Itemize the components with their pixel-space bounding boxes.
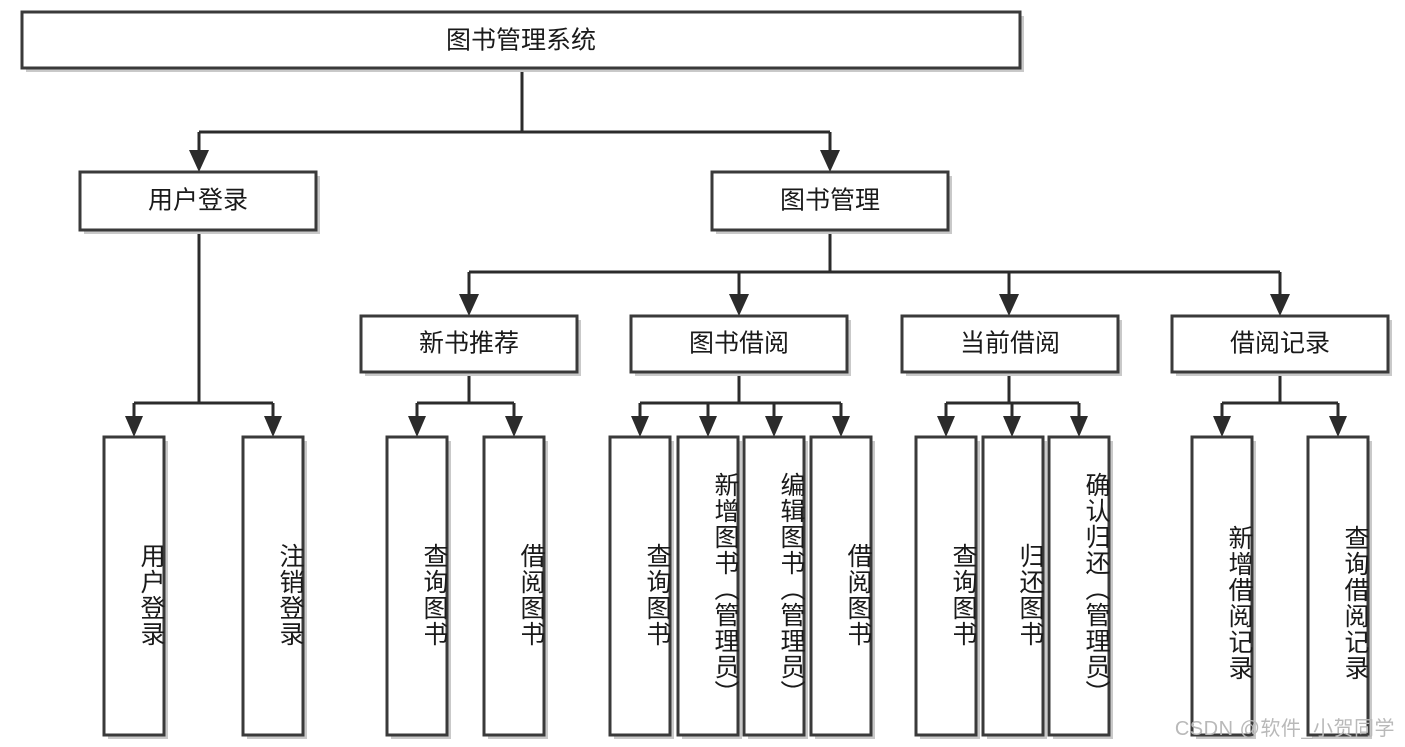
node-leaf-borrow-4-box bbox=[809, 435, 873, 737]
node-leaf-login-2[interactable]: 注销登录 bbox=[241, 435, 307, 739]
node-records-label: 借阅记录 bbox=[1230, 330, 1330, 358]
arrowhead-current-leaf1 bbox=[937, 416, 955, 437]
arrowhead-login-leaf1 bbox=[125, 416, 143, 437]
node-leaf-borrow-3-box bbox=[742, 435, 806, 737]
node-leaf-current-2[interactable]: 归还图书 bbox=[981, 435, 1047, 739]
arrowhead-root-to-login bbox=[189, 150, 209, 172]
arrowhead-borrow-leaf4 bbox=[832, 416, 850, 437]
arrowhead-records-leaf1 bbox=[1213, 416, 1231, 437]
node-leaf-records-2-box bbox=[1306, 435, 1370, 737]
node-leaf-newbook-1[interactable]: 查询图书 bbox=[385, 435, 451, 739]
node-newbook-label: 新书推荐 bbox=[419, 330, 519, 358]
arrowhead-borrow-leaf3 bbox=[765, 416, 783, 437]
node-leaf-login-2-box bbox=[241, 435, 305, 737]
node-current-box bbox=[900, 314, 1120, 374]
node-newbook-box bbox=[359, 314, 579, 374]
node-login-label: 用户登录 bbox=[148, 187, 248, 215]
node-leaf-current-3-label: 确认归还（管理员） bbox=[1082, 472, 1110, 706]
node-root-box bbox=[20, 10, 1022, 70]
node-leaf-login-1[interactable]: 用户登录 bbox=[102, 435, 168, 739]
node-leaf-newbook-2-box bbox=[482, 435, 546, 737]
node-leaf-records-1-label: 新增借阅记录 bbox=[1225, 525, 1253, 681]
arrowhead-to-current bbox=[999, 294, 1019, 316]
node-login-box bbox=[78, 170, 318, 232]
node-root-label: 图书管理系统 bbox=[446, 27, 596, 55]
node-leaf-borrow-3[interactable]: 编辑图书（管理员） bbox=[742, 435, 808, 739]
node-leaf-newbook-1-box bbox=[385, 435, 449, 737]
arrowhead-to-newbook bbox=[459, 294, 479, 316]
node-leaf-current-3[interactable]: 确认归还（管理员） bbox=[1047, 435, 1113, 739]
node-leaf-borrow-1-label: 查询图书 bbox=[643, 543, 671, 647]
node-leaf-newbook-2[interactable]: 借阅图书 bbox=[482, 435, 548, 739]
node-leaf-records-2-label: 查询借阅记录 bbox=[1341, 525, 1369, 681]
node-leaf-borrow-1-box bbox=[608, 435, 672, 737]
arrowhead-borrow-leaf2 bbox=[699, 416, 717, 437]
node-bookmgmt[interactable]: 图书管理 bbox=[710, 170, 952, 234]
node-leaf-borrow-3-label: 编辑图书（管理员） bbox=[777, 472, 805, 706]
node-leaf-newbook-2-label: 借阅图书 bbox=[517, 543, 545, 647]
node-leaf-current-1-label: 查询图书 bbox=[949, 543, 977, 647]
node-leaf-login-1-label: 用户登录 bbox=[137, 543, 165, 647]
node-bookmgmt-box bbox=[710, 170, 950, 232]
node-leaf-borrow-2-box bbox=[676, 435, 740, 737]
arrowhead-current-leaf2 bbox=[1003, 416, 1021, 437]
node-leaf-records-2[interactable]: 查询借阅记录 bbox=[1306, 435, 1372, 739]
node-leaf-login-1-box bbox=[102, 435, 166, 737]
node-records[interactable]: 借阅记录 bbox=[1170, 314, 1392, 376]
node-leaf-borrow-2-label: 新增图书（管理员） bbox=[711, 472, 739, 706]
arrowhead-to-records bbox=[1270, 294, 1290, 316]
node-leaf-borrow-2[interactable]: 新增图书（管理员） bbox=[676, 435, 742, 739]
node-current-label: 当前借阅 bbox=[960, 330, 1060, 358]
node-root[interactable]: 图书管理系统 bbox=[20, 10, 1024, 72]
node-leaf-current-2-box bbox=[981, 435, 1045, 737]
node-leaf-records-1-box bbox=[1190, 435, 1254, 737]
node-leaf-current-1-box bbox=[914, 435, 978, 737]
node-leaf-login-2-label: 注销登录 bbox=[276, 543, 304, 647]
node-bookmgmt-label: 图书管理 bbox=[780, 187, 880, 215]
arrowhead-records-leaf2 bbox=[1329, 416, 1347, 437]
arrowhead-newbook-leaf2 bbox=[505, 416, 523, 437]
arrowhead-borrow-leaf1 bbox=[631, 416, 649, 437]
node-login[interactable]: 用户登录 bbox=[78, 170, 320, 234]
node-leaf-borrow-1[interactable]: 查询图书 bbox=[608, 435, 674, 739]
node-leaf-newbook-1-label: 查询图书 bbox=[420, 543, 448, 647]
node-records-box bbox=[1170, 314, 1390, 374]
node-borrow-label: 图书借阅 bbox=[689, 330, 789, 358]
node-leaf-borrow-4[interactable]: 借阅图书 bbox=[809, 435, 875, 739]
arrowhead-root-to-bookmgmt bbox=[820, 150, 840, 172]
node-borrow[interactable]: 图书借阅 bbox=[629, 314, 851, 376]
node-leaf-records-1[interactable]: 新增借阅记录 bbox=[1190, 435, 1256, 739]
node-leaf-current-2-label: 归还图书 bbox=[1016, 543, 1044, 647]
node-leaf-current-1[interactable]: 查询图书 bbox=[914, 435, 980, 739]
connector-layer bbox=[125, 68, 1347, 437]
arrowhead-current-leaf3 bbox=[1070, 416, 1088, 437]
node-current[interactable]: 当前借阅 bbox=[900, 314, 1122, 376]
node-newbook[interactable]: 新书推荐 bbox=[359, 314, 581, 376]
arrowhead-to-borrow bbox=[729, 294, 749, 316]
node-borrow-box bbox=[629, 314, 849, 374]
node-leaf-borrow-4-label: 借阅图书 bbox=[844, 543, 872, 647]
arrowhead-newbook-leaf1 bbox=[408, 416, 426, 437]
node-leaf-current-3-box bbox=[1047, 435, 1111, 737]
arrowhead-login-leaf2 bbox=[264, 416, 282, 437]
